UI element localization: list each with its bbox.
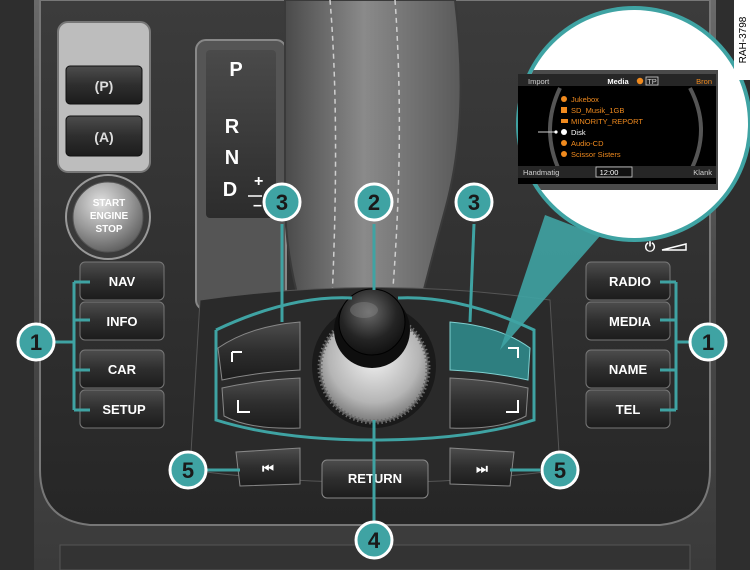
disk-icon (561, 129, 567, 135)
screen-arc-right (688, 87, 703, 173)
left-button-group: NAV INFO CAR SETUP (79, 261, 165, 429)
skip-forward-button[interactable] (449, 447, 515, 487)
car-button-label: CAR (108, 362, 137, 377)
callout-5-right-number: 5 (554, 458, 566, 483)
volume-icon (661, 243, 687, 251)
parking-brake-icon: (P) (95, 78, 114, 94)
boot-stitch-left (329, 0, 337, 301)
callout-3-right-number: 3 (468, 190, 480, 215)
mmi-joystick-knob[interactable] (338, 288, 406, 356)
gear-letter-n: N (225, 147, 239, 169)
callout-leaders (54, 223, 690, 522)
callout-3-right-badge (454, 182, 494, 222)
screen-top-left: Import (528, 77, 550, 86)
screen-item-1: Jukebox (571, 95, 599, 104)
callout-1-right-leader (660, 280, 690, 412)
softkey-top-left-corner (231, 351, 242, 362)
gear-letter-r: R (225, 116, 240, 138)
callout-1-left-number: 1 (30, 330, 42, 355)
magnifier-pointer (500, 215, 600, 350)
screen-item-2: SD_Musik_1GB (571, 106, 624, 115)
screen-item-6: Scissor Sisters (571, 150, 621, 159)
screen-clock-box (595, 166, 633, 178)
screen-item-4: Disk (571, 128, 586, 137)
ref-code: RAH-3798 (738, 16, 749, 63)
callout-5-left-badge (168, 450, 208, 490)
screen-title: Media (607, 77, 629, 86)
right-button-group: RADIO MEDIA NAME TEL (585, 261, 671, 429)
knob-highlight (350, 302, 378, 318)
screen-title-icon (636, 77, 644, 85)
callout-1-left-badge (16, 322, 56, 362)
callout-4-number: 4 (368, 528, 381, 553)
softkey-bottom-left[interactable] (221, 377, 301, 429)
callout-badges: 1 1 2 3 3 4 5 5 (16, 182, 728, 560)
callout-5-right-badge (540, 450, 580, 490)
gear-letter-p: P (229, 59, 242, 81)
screen-item-3: MINORITY_REPORT (571, 117, 643, 126)
artist-icon (561, 151, 567, 157)
skip-back-icon: ⏮ (262, 461, 274, 476)
callout-1-right-badge (688, 322, 728, 362)
ref-code-background (734, 0, 750, 80)
callout-2-number: 2 (368, 190, 380, 215)
screen-tp-badge: TP (647, 77, 657, 86)
info-button-label: INFO (106, 314, 137, 329)
gear-lever-boot (284, 0, 462, 306)
callout-3-left-badge (262, 182, 302, 222)
screen-bottom-left: Handmatig (523, 168, 559, 177)
softkey-top-right-corner (508, 347, 519, 358)
softkey-bottom-right[interactable] (449, 377, 529, 429)
screen-tp-badge-box (645, 76, 659, 86)
setup-button-label: SETUP (102, 402, 146, 417)
screen-top-right: Bron (696, 77, 712, 86)
gear-gate-window (206, 50, 276, 218)
skip-back-button[interactable] (235, 447, 301, 487)
start-engine-stop-button[interactable] (72, 181, 144, 253)
start-label-line1: START (93, 198, 126, 209)
name-button-label: NAME (609, 362, 648, 377)
tel-button-label: TEL (616, 402, 641, 417)
softkey-bottom-left-corner (237, 400, 250, 413)
media-button-label: MEDIA (609, 314, 652, 329)
sd-card-icon (561, 107, 567, 113)
power-icon: ⏻ (645, 239, 656, 254)
callout-1-left-leader (54, 280, 90, 412)
gear-letter-d: D (223, 179, 237, 201)
callout-5-left-number: 5 (182, 458, 194, 483)
softkey-top-left[interactable] (217, 321, 301, 381)
screen-top-bar (518, 74, 716, 86)
callout-3-left-number: 3 (276, 190, 288, 215)
screen-clock: 12:00 (600, 168, 619, 177)
screen-cursor-dot (554, 130, 558, 134)
gear-minus: – (253, 197, 262, 214)
jukebox-icon (561, 96, 567, 102)
left-trim (0, 0, 34, 570)
screen-item-5: Audio-CD (571, 139, 604, 148)
start-label-line2: ENGINE (90, 211, 129, 222)
screen-arc-left (548, 87, 562, 173)
callout-4-badge (354, 520, 394, 560)
auto-hold-button[interactable] (65, 115, 143, 157)
auto-hold-icon: (A) (94, 129, 113, 145)
callout-1-right-number: 1 (702, 330, 714, 355)
screen-bottom-right: Klank (693, 168, 712, 177)
gear-plus: + (254, 173, 263, 190)
callout-2-badge (354, 182, 394, 222)
boot-stitch-right (391, 0, 401, 301)
audio-cd-icon (561, 140, 567, 146)
softkey-bottom-right-corner (506, 400, 519, 413)
skip-forward-icon: ⏭ (476, 461, 488, 476)
folder-icon (561, 119, 568, 123)
radio-button-label: RADIO (609, 274, 651, 289)
start-label-line3: STOP (95, 224, 122, 235)
knob-cluster-bracket (214, 296, 536, 442)
nav-button-label: NAV (109, 274, 136, 289)
parking-brake-button[interactable] (65, 65, 143, 105)
